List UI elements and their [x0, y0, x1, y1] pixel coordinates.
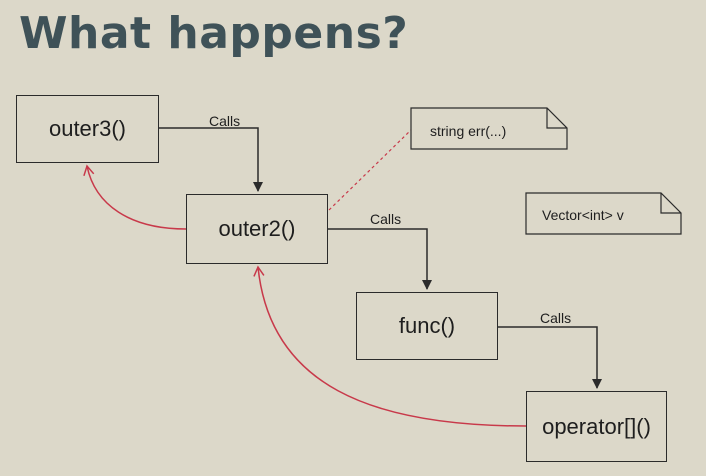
- node-outer3-label: outer3(): [48, 116, 127, 141]
- edge-label-calls: Calls: [209, 113, 241, 129]
- return-arrow-operator-outer2: [253, 265, 527, 427]
- edge-label-calls: Calls: [370, 211, 402, 227]
- call-arrow-func-operator: [498, 326, 602, 389]
- call-arrow-outer3-outer2: [159, 127, 263, 192]
- call-arrow-outer2-func: [328, 228, 432, 290]
- note-string-err-text: string err(...): [430, 123, 507, 139]
- note-link-dotted: [328, 129, 412, 211]
- node-outer2-label: outer2(): [218, 216, 296, 241]
- node-func: func(): [356, 292, 498, 360]
- note-vector-text: Vector<int> v: [542, 207, 624, 223]
- edge-label-calls: Calls: [540, 310, 572, 326]
- node-operator: operator[](): [526, 391, 667, 462]
- note-vector-shape: [525, 192, 682, 235]
- node-outer3: outer3(): [16, 95, 159, 163]
- note-string-err-shape: [410, 107, 568, 150]
- node-outer2: outer2(): [186, 194, 328, 264]
- node-func-label: func(): [398, 313, 456, 338]
- node-operator-label: operator[](): [542, 413, 651, 439]
- return-arrow-outer2-outer3: [83, 164, 187, 230]
- slide-title: What happens?: [19, 8, 409, 59]
